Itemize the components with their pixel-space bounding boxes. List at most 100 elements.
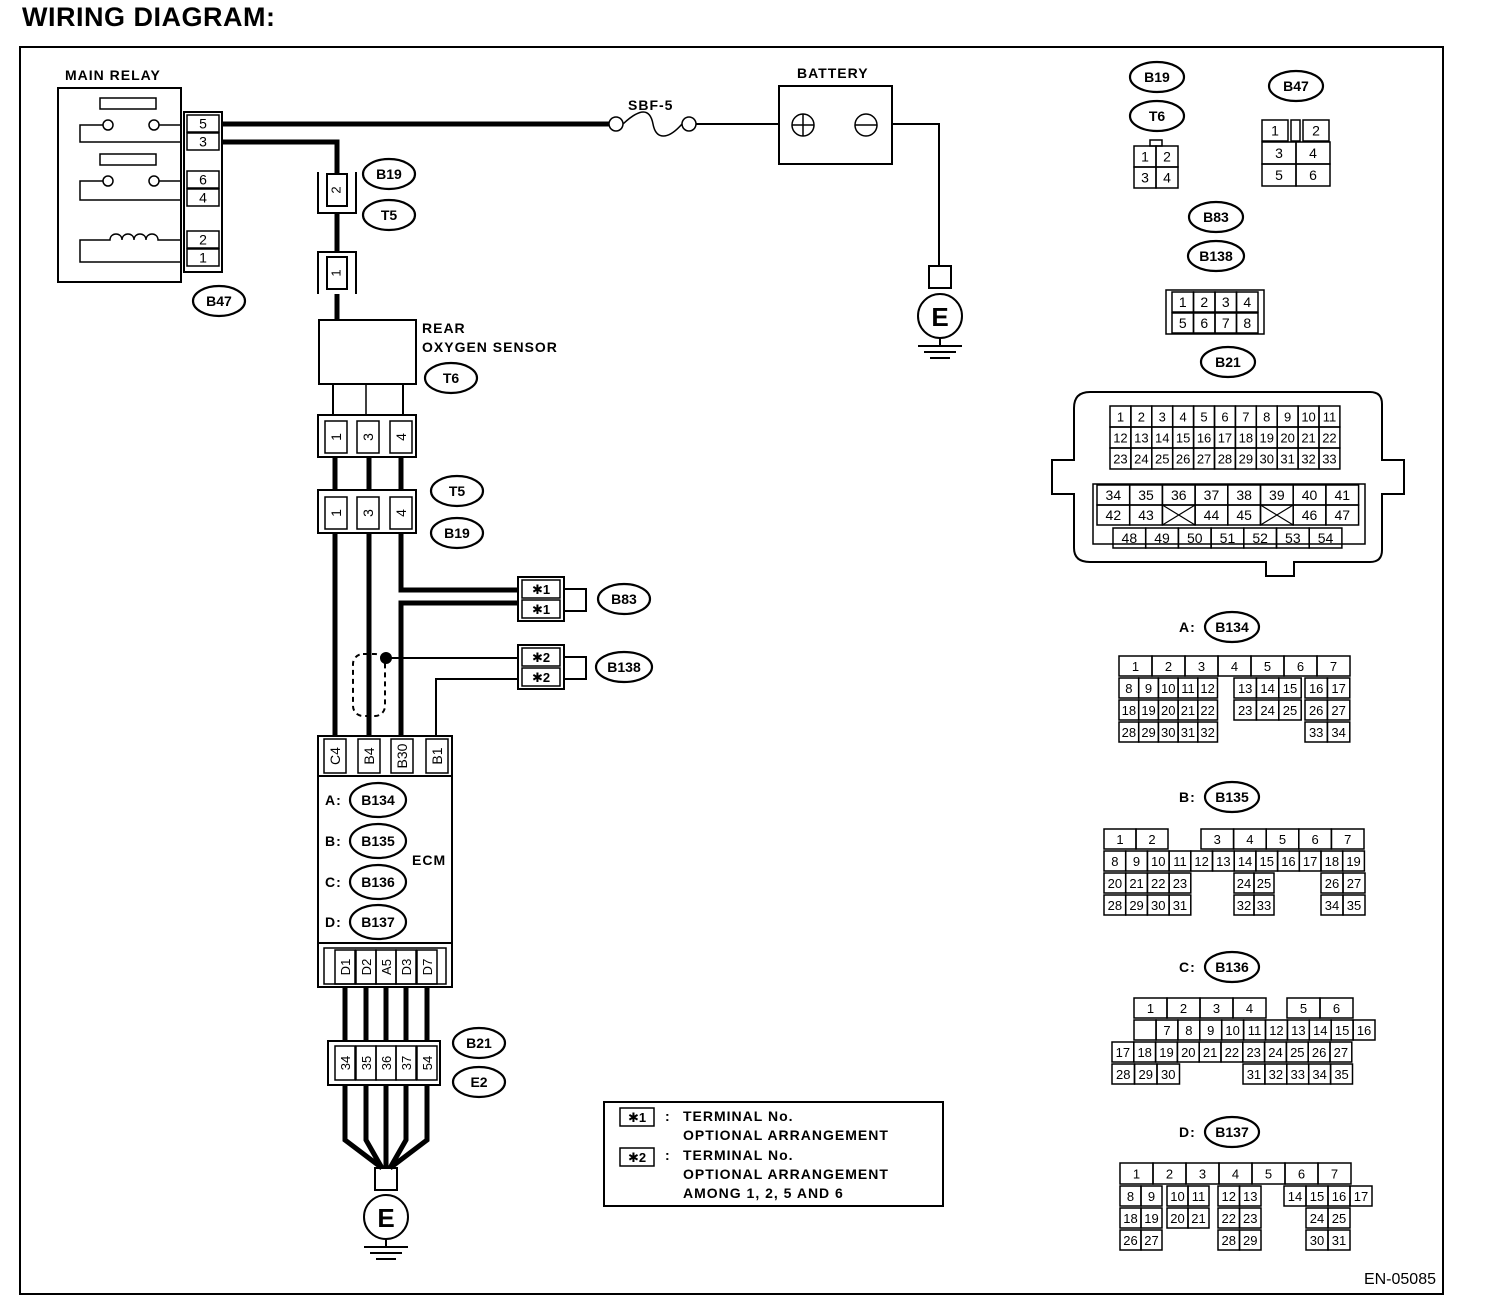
b137-pin-26: 26 <box>1123 1233 1137 1248</box>
view-oval-b21: B21 <box>1199 345 1257 379</box>
b137-pin-31: 31 <box>1332 1233 1346 1248</box>
b21-pin-26: 26 <box>1176 452 1190 467</box>
ecm-conn-prefix: B: <box>325 833 342 849</box>
b136-pin-26: 26 <box>1312 1045 1326 1060</box>
b137-pin-9: 9 <box>1148 1189 1155 1204</box>
b21-pin-4: 4 <box>1180 410 1187 425</box>
b21-pin-12: 12 <box>1113 431 1127 446</box>
ecm-pin-B1: B1 <box>429 747 445 764</box>
oval-t5: T5 <box>361 198 417 232</box>
b134-pin-31: 31 <box>1181 725 1195 740</box>
ecm: ECM <box>317 735 453 988</box>
b21-pin-39: 39 <box>1269 487 1285 503</box>
ecm-conn-prefix: D: <box>325 914 342 930</box>
b21-pin-3: 3 <box>1159 410 1166 425</box>
oval-b21: B21 <box>451 1026 507 1060</box>
ecm-pin-A5: A5 <box>379 959 394 975</box>
ecm-pin-B30: B30 <box>394 743 410 768</box>
b21-pin-9: 9 <box>1284 410 1291 425</box>
svg-text:B47: B47 <box>1283 78 1309 94</box>
b47-pin-6: 6 <box>1309 167 1317 183</box>
fuse-label: SBF-5 <box>628 97 673 113</box>
b135-pin-21: 21 <box>1129 876 1143 891</box>
b21-pin-30: 30 <box>1260 452 1274 467</box>
b47-pin-2: 2 <box>1312 123 1320 139</box>
b138-connector: ✱2 ✱2 <box>517 644 587 690</box>
b134-pin-17: 17 <box>1331 681 1345 696</box>
b137-pin-24: 24 <box>1310 1211 1324 1226</box>
b136-pin-18: 18 <box>1137 1045 1151 1060</box>
oval-e2: E2 <box>451 1065 507 1099</box>
b47-pin-1: 1 <box>1271 123 1279 139</box>
b135-pin-26: 26 <box>1325 876 1339 891</box>
b134-pin-15: 15 <box>1283 681 1297 696</box>
b21-pin-51: 51 <box>1220 530 1236 546</box>
b136-pin-2: 2 <box>1180 1001 1187 1016</box>
b134-pin-20: 20 <box>1161 703 1175 718</box>
ecm-label: ECM <box>412 852 446 868</box>
svg-text::: : <box>665 1108 671 1124</box>
b136-pin-17: 17 <box>1116 1045 1130 1060</box>
b21-pin-36: 36 <box>1171 487 1187 503</box>
b135-pin-4: 4 <box>1246 832 1253 847</box>
b134-pin-22: 22 <box>1200 703 1214 718</box>
rear-oxygen-sensor: REAR OXYGEN SENSOR <box>318 319 557 416</box>
b19-pin-1: 1 <box>1141 149 1149 165</box>
svg-text:✱1: ✱1 <box>532 582 550 597</box>
b21-pin-35: 35 <box>1138 487 1154 503</box>
svg-text:B135: B135 <box>1215 789 1249 805</box>
b135-pin-22: 22 <box>1151 876 1165 891</box>
svg-text:✱2: ✱2 <box>628 1150 646 1165</box>
b83-pin-1: 1 <box>1179 294 1187 310</box>
b137-pin-12: 12 <box>1222 1189 1236 1204</box>
b137-pin-17: 17 <box>1354 1189 1368 1204</box>
sensor-pin-4: 4 <box>393 433 409 441</box>
b134-pin-34: 34 <box>1331 725 1345 740</box>
ecm-conn-b136: B136 <box>348 863 408 901</box>
b137-pin-28: 28 <box>1222 1233 1236 1248</box>
b135-pin-20: 20 <box>1108 876 1122 891</box>
b137-pin-10: 10 <box>1170 1189 1184 1204</box>
main-relay: MAIN RELAY <box>57 67 223 283</box>
b19-pin-3: 3 <box>1141 170 1149 186</box>
b135-prefix: B: <box>1179 789 1196 805</box>
sensor-pin-4: 4 <box>393 509 409 517</box>
b135-pin-2: 2 <box>1148 832 1155 847</box>
oval-t6: T6 <box>423 361 479 395</box>
b47-pin-5: 5 <box>1275 167 1283 183</box>
b136-pin-25: 25 <box>1290 1045 1304 1060</box>
b135-pin-23: 23 <box>1173 876 1187 891</box>
ecm-conn-b135: B135 <box>348 822 408 860</box>
b136-pin-19: 19 <box>1159 1045 1173 1060</box>
b134-pin-27: 27 <box>1331 703 1345 718</box>
shield-icon <box>352 653 386 717</box>
b136-pin-15: 15 <box>1335 1023 1349 1038</box>
b137-pin-30: 30 <box>1310 1233 1324 1248</box>
b134-pin-5: 5 <box>1264 659 1271 674</box>
svg-text:B135: B135 <box>361 833 395 849</box>
b137-pin-13: 13 <box>1243 1189 1257 1204</box>
b135-pin-6: 6 <box>1311 832 1318 847</box>
b134-pin-29: 29 <box>1141 725 1155 740</box>
relay-pin-1: 1 <box>199 250 207 266</box>
b135-pin-15: 15 <box>1260 854 1274 869</box>
oval-b19-lower: B19 <box>429 516 485 550</box>
svg-text:B47: B47 <box>206 293 232 309</box>
b134-pin-4: 4 <box>1231 659 1238 674</box>
b137-pin-22: 22 <box>1222 1211 1236 1226</box>
b21-pin-37: 37 <box>1204 487 1220 503</box>
b137-pin-23: 23 <box>1243 1211 1257 1226</box>
b135-pin-28: 28 <box>1108 898 1122 913</box>
b134-pin-26: 26 <box>1309 703 1323 718</box>
b135-pin-11: 11 <box>1173 854 1187 869</box>
ecm-pin-B4: B4 <box>361 747 377 764</box>
b137-pin-1: 1 <box>1133 1167 1140 1182</box>
b21-pin-45: 45 <box>1236 507 1252 523</box>
relay-pin-3: 3 <box>199 134 207 150</box>
b137-pin-4: 4 <box>1232 1167 1239 1182</box>
b137-pin-25: 25 <box>1332 1211 1346 1226</box>
b134-pin-18: 18 <box>1122 703 1136 718</box>
